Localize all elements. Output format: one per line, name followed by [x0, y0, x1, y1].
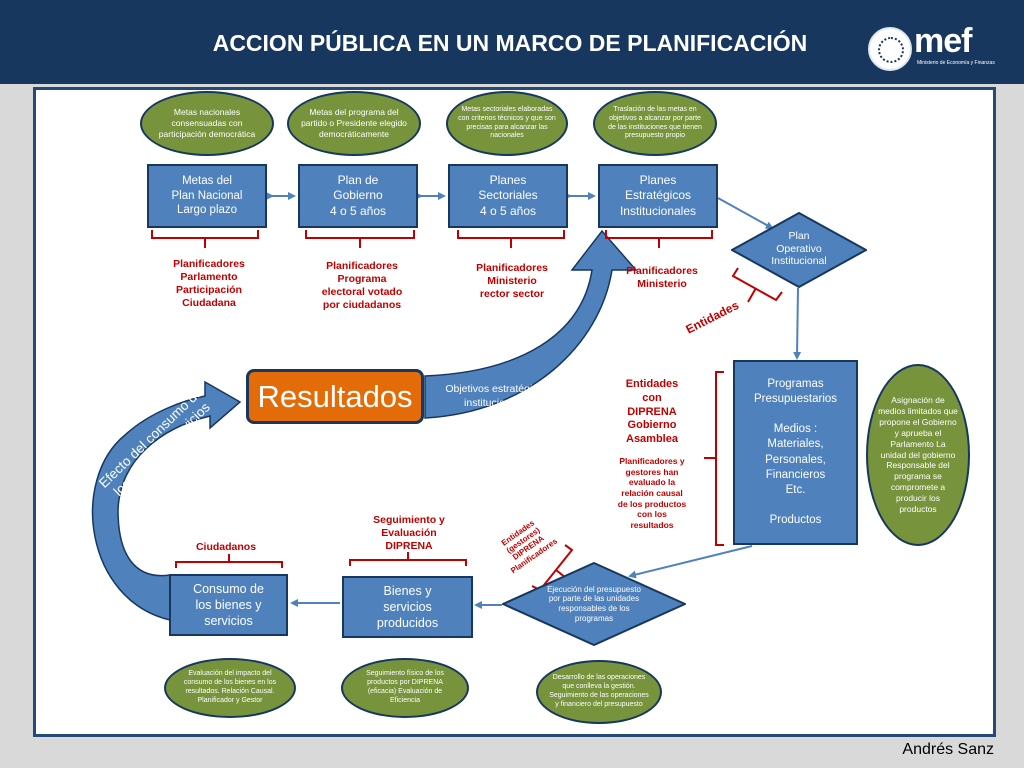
- box-bienes-servicios: Bienes y servicios producidos: [342, 576, 473, 638]
- ejecucion-label: Ejecución del presupuesto por parte de l…: [547, 584, 641, 623]
- arrow-estrategicos-poi: [717, 197, 774, 229]
- label-planificadores-programa: Planificadores Programa electoral votado…: [321, 260, 403, 312]
- poi-label: Plan Operativo Institucional: [771, 230, 827, 268]
- efecto-curved-arrow: [91, 380, 242, 621]
- arrow-poi-programas: [793, 287, 802, 360]
- box-programas-presupuestarios: Programas Presupuestarios Medios : Mater…: [733, 360, 858, 545]
- bracket-poi: [731, 267, 783, 303]
- box-planes-sectoriales: Planes Sectoriales 4 o 5 años: [448, 164, 568, 228]
- box-consumo-bienes: Consumo de los bienes y servicios: [169, 574, 288, 636]
- box-resultados: Resultados: [246, 369, 424, 424]
- mef-logo: mef: [914, 22, 972, 60]
- arrow-programas-ejecucion: [628, 545, 753, 579]
- bracket-consumo: [175, 554, 283, 568]
- objetivos-curved-arrow: [424, 229, 638, 419]
- header-bar: ACCION PÚBLICA EN UN MARCO DE PLANIFICAC…: [0, 0, 1024, 84]
- oval-metas-programa: Metas del programa del partido o Preside…: [287, 91, 421, 156]
- label-objetivos-estrategicos: Objetivos estratégicos institucionales: [445, 383, 549, 409]
- oval-seguimiento-fisico: Seguimiento físico de los productos por …: [341, 658, 469, 718]
- bracket-estrategicos: [605, 230, 713, 248]
- oval-evaluacion-impacto: Evaluación del impacto del consumo de lo…: [164, 658, 296, 718]
- label-planificadores-ministerio: Planificadores Ministerio: [626, 265, 698, 291]
- mef-logo-subtext: Ministerio de Economía y Finanzas: [917, 60, 995, 66]
- oval-desarrollo-operaciones: Desarrollo de las operaciones que conlle…: [536, 660, 662, 724]
- label-planificadores-rector: Planificadores Ministerio rector sector: [476, 262, 548, 301]
- box-planes-estrategicos: Planes Estratégicos Institucionales: [598, 164, 718, 228]
- bracket-metas: [151, 230, 259, 248]
- oval-metas-nacionales: Metas nacionales consensuadas con partic…: [140, 91, 274, 156]
- box-plan-gobierno: Plan de Gobierno 4 o 5 años: [298, 164, 418, 228]
- national-seal-icon: [868, 27, 912, 71]
- label-planificadores-gestores: Planificadores y gestores han evaluado l…: [617, 456, 687, 530]
- page-title: ACCION PÚBLICA EN UN MARCO DE PLANIFICAC…: [212, 30, 808, 56]
- label-entidades-diprena: Entidades con DIPRENA Gobierno Asamblea: [625, 378, 679, 445]
- box-metas-plan-nacional: Metas del Plan Nacional Largo plazo: [147, 164, 267, 228]
- oval-asignacion-medios: Asignación de medios limitados que propo…: [866, 364, 970, 546]
- bracket-bienes: [349, 552, 467, 566]
- oval-metas-sectoriales: Metas sectoriales elaboradas con criteri…: [446, 91, 568, 156]
- label-seguimiento-evaluacion: Seguimiento y Evaluación DIPRENA: [373, 514, 445, 553]
- label-planificadores-parlamento: Planificadores Parlamento Participación …: [173, 258, 245, 310]
- bracket-plangob: [305, 230, 415, 248]
- bracket-programas: [704, 371, 724, 546]
- author-name: Andrés Sanz: [902, 741, 994, 758]
- diamond-poi: [731, 212, 867, 288]
- diamond-ejecucion: [502, 562, 686, 646]
- bracket-sectoriales: [457, 230, 565, 248]
- oval-traslacion-metas: Traslación de las metas en objetivos a a…: [593, 91, 717, 156]
- label-ciudadanos: Ciudadanos: [195, 541, 257, 553]
